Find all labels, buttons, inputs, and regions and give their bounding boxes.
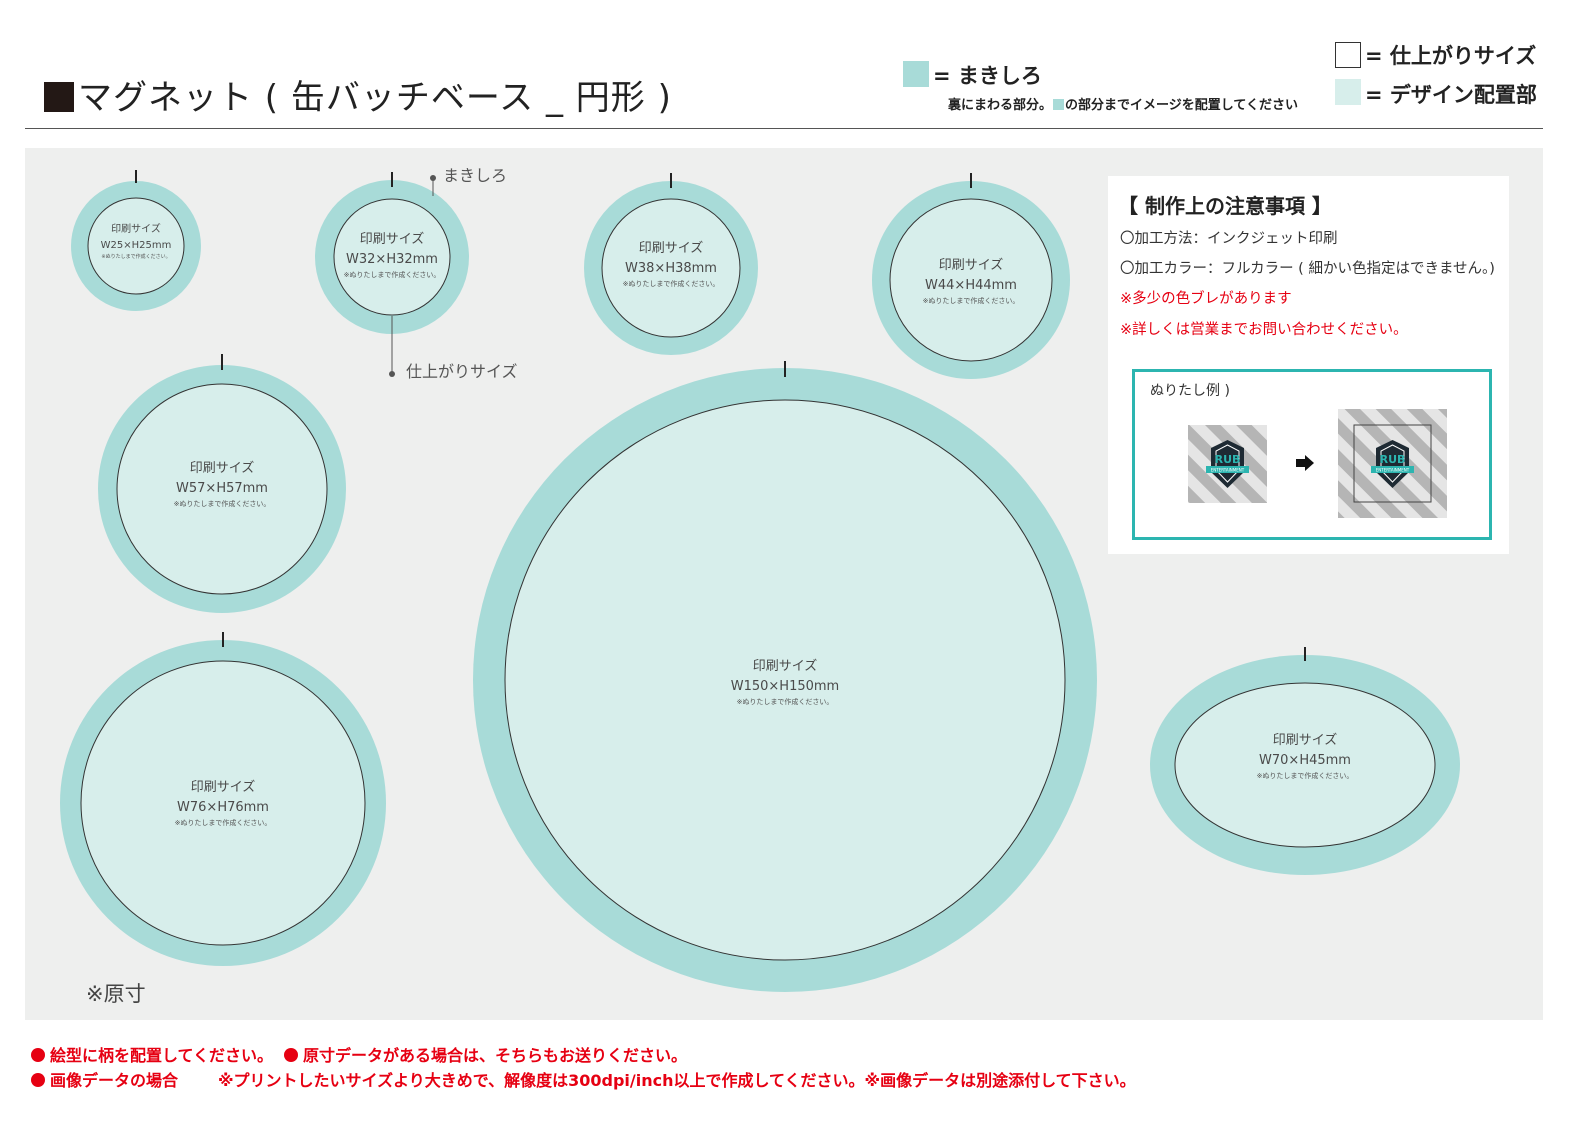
- logo-ribbon: [1371, 466, 1414, 473]
- arrow-right-icon: [1296, 455, 1314, 471]
- legend-finish-swatch: [1335, 42, 1361, 68]
- legend-wrap-label: = まきしろ: [933, 64, 1042, 88]
- print-size-label: 印刷サイズ: [639, 240, 704, 256]
- bleed-example-illustration: RUB ENTERTAINMENT RUB ENTERTAINMENT: [1188, 409, 1447, 518]
- callout-finish-label: 仕上がりサイズ: [406, 362, 518, 381]
- print-size-value: W44×H44mm: [925, 278, 1017, 293]
- note-color-variation: ※多少の色ブレがあります: [1120, 291, 1292, 307]
- logo-text: RUB: [1380, 453, 1406, 466]
- print-size-label: 印刷サイズ: [1273, 732, 1338, 748]
- print-size-label: 印刷サイズ: [753, 658, 818, 674]
- finish-line: [1174, 682, 1436, 848]
- print-size-value: W38×H38mm: [625, 261, 717, 276]
- print-size-label: 印刷サイズ: [190, 460, 255, 476]
- finish-outline: [1353, 424, 1432, 503]
- bleed-example-label: ぬりたし例 ): [1150, 383, 1230, 399]
- print-size-label: 印刷サイズ: [939, 257, 1004, 273]
- print-size-value: W70×H45mm: [1259, 753, 1351, 768]
- bleed-note: ※ぬりたしまで作成ください。: [175, 818, 272, 827]
- print-size-value: W150×H150mm: [731, 679, 839, 694]
- logo-ribbon-text: ENTERTAINMENT: [1211, 468, 1245, 473]
- template-circle-44mm: 印刷サイズ W44×H44mm ※ぬりたしまで作成ください。: [872, 173, 1070, 379]
- bleed-note: ※ぬりたしまで作成ください。: [101, 253, 170, 260]
- bleed-note: ※ぬりたしまで作成ください。: [923, 296, 1020, 305]
- finish-line: [333, 198, 451, 316]
- legend-design-label: = デザイン配置部: [1365, 83, 1537, 107]
- footer-instruction-1: 絵型に柄を配置してください。: [31, 1042, 273, 1066]
- actual-size-note: ※原寸: [86, 982, 146, 1006]
- footer-instruction-3: 画像データの場合: [31, 1067, 178, 1091]
- bullet-icon: [284, 1048, 298, 1062]
- template-circle-150mm: 印刷サイズ W150×H150mm ※ぬりたしまで作成ください。: [473, 361, 1097, 992]
- arrow-head: [1305, 455, 1314, 471]
- mini-wrap-swatch: [1053, 99, 1065, 110]
- notes-title: 【 制作上の注意事項 】: [1118, 194, 1332, 218]
- finish-line: [504, 399, 1066, 961]
- finish-line: [889, 198, 1053, 362]
- logo-badge-icon: [1211, 440, 1244, 488]
- finish-line: [601, 198, 741, 338]
- finish-line: [80, 660, 366, 946]
- callout-dot: [389, 371, 395, 377]
- footer-instruction-3-detail: ※プリントしたいサイズより大きめで、解像度は300dpi/inch以上で作成して…: [218, 1071, 1136, 1090]
- print-size-label: 印刷サイズ: [111, 222, 161, 235]
- print-size-value: W32×H32mm: [346, 252, 438, 267]
- legend-finish-label: = 仕上がりサイズ: [1365, 44, 1537, 68]
- note-contact-sales: ※詳しくは営業までお問い合わせください。: [1120, 322, 1408, 338]
- page-title: マグネット ( 缶バッチベース _ 円形 ): [44, 70, 672, 119]
- callout-wrap-label: まきしろ: [443, 166, 507, 185]
- print-size-label: 印刷サイズ: [360, 231, 425, 247]
- bullet-icon: [31, 1048, 45, 1062]
- logo-badge-inner: [1380, 444, 1405, 483]
- logo-badge-icon: [1376, 440, 1409, 488]
- title-square-icon: [44, 82, 74, 112]
- finish-line: [87, 197, 185, 295]
- print-size-value: W57×H57mm: [176, 481, 268, 496]
- bleed-note: ※ぬりたしまで作成ください。: [737, 697, 834, 706]
- template-circle-76mm: 印刷サイズ W76×H76mm ※ぬりたしまで作成ください。: [60, 632, 386, 966]
- legend-wrap-swatch: [903, 61, 929, 87]
- logo-text: RUB: [1215, 453, 1241, 466]
- template-oval-70x45mm: 印刷サイズ W70×H45mm ※ぬりたしまで作成ください。: [1150, 647, 1460, 875]
- template-circle-25mm: 印刷サイズ W25×H25mm ※ぬりたしまで作成ください。: [71, 170, 201, 311]
- template-circle-57mm: 印刷サイズ W57×H57mm ※ぬりたしまで作成ください。: [98, 354, 346, 613]
- template-circle-32mm: 印刷サイズ W32×H32mm ※ぬりたしまで作成ください。 まきしろ 仕上がり…: [315, 166, 518, 381]
- bleed-note: ※ぬりたしまで作成ください。: [623, 279, 720, 288]
- bleed-note: ※ぬりたしまで作成ください。: [344, 270, 441, 279]
- footer-instruction-2: 原寸データがある場合は、そちらもお送りください。: [284, 1042, 687, 1066]
- note-processing-method: 〇加工方法：インクジェット印刷: [1120, 231, 1338, 247]
- header-divider: [25, 128, 1543, 129]
- note-processing-color: 〇加工カラー：フルカラー ( 細かい色指定はできません。): [1120, 261, 1495, 277]
- print-size-value: W76×H76mm: [177, 800, 269, 815]
- bleed-note: ※ぬりたしまで作成ください。: [174, 499, 271, 508]
- arrow-shaft: [1296, 459, 1305, 467]
- legend-design-swatch: [1335, 79, 1361, 105]
- print-size-value: W25×H25mm: [101, 240, 172, 251]
- finish-line: [116, 383, 328, 595]
- logo-badge-inner: [1215, 444, 1240, 483]
- logo-ribbon-text: ENTERTAINMENT: [1376, 468, 1410, 473]
- example-before: RUB ENTERTAINMENT: [1188, 425, 1267, 503]
- bullet-icon: [31, 1073, 45, 1087]
- bleed-note: ※ぬりたしまで作成ください。: [1257, 771, 1354, 780]
- print-size-label: 印刷サイズ: [191, 779, 256, 795]
- example-after: RUB ENTERTAINMENT: [1338, 409, 1447, 518]
- template-circle-38mm: 印刷サイズ W38×H38mm ※ぬりたしまで作成ください。: [584, 173, 758, 355]
- legend-wrap-note: 裏にまわる部分。の部分までイメージを配置してください: [948, 98, 1298, 113]
- logo-ribbon: [1206, 466, 1249, 473]
